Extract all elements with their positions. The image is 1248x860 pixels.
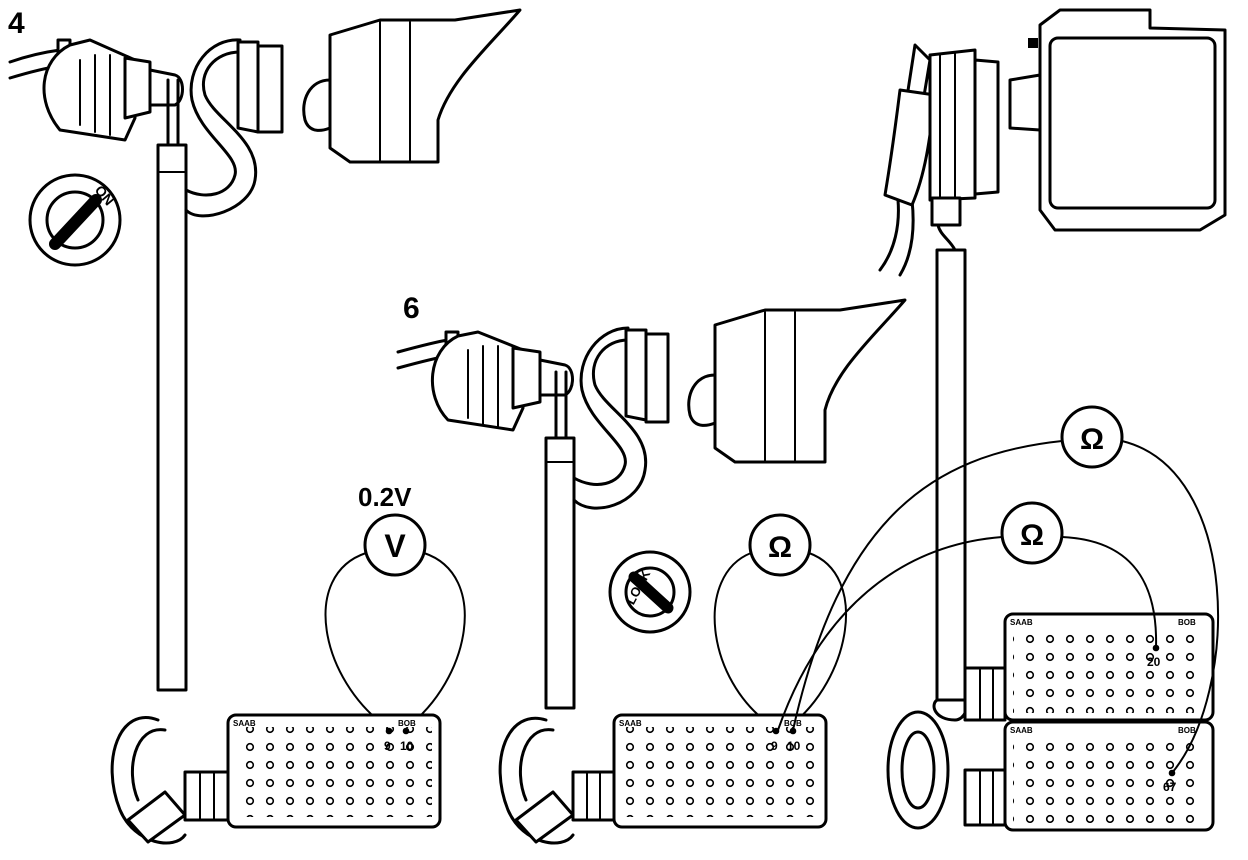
s-hose xyxy=(184,50,258,218)
incoming-cable-right xyxy=(878,198,900,272)
connector-plug xyxy=(236,40,260,134)
box-code: BOB xyxy=(398,719,416,728)
box-brand-upper: SAAB xyxy=(1010,618,1033,627)
probe-lead-lower-right xyxy=(1061,536,1158,649)
ohmmeter-icon-lower xyxy=(1000,501,1064,565)
ignition-key-lock: LOCK xyxy=(608,550,692,634)
ignition-key-icon xyxy=(49,194,102,250)
box-code-upper: BOB xyxy=(1178,618,1196,627)
breakout-box-lower: SAAB BOB 67 xyxy=(1003,720,1215,832)
wiring-loom xyxy=(156,143,188,692)
box-code-lower: BOB xyxy=(1178,726,1196,735)
air-duct xyxy=(302,8,522,164)
pin-label-9-6: 9 xyxy=(771,739,778,753)
pin-label-9: 9 xyxy=(384,739,391,753)
probe-lead-left-6 xyxy=(713,552,773,727)
breakout-box-upper: SAAB BOB 20 xyxy=(1003,612,1215,722)
sensor-head-6 xyxy=(430,330,574,432)
sensor-head xyxy=(42,38,184,142)
ignition-key-on: ON xyxy=(28,173,122,267)
box-brand-6: SAAB xyxy=(619,719,642,728)
voltmeter-icon xyxy=(363,513,427,577)
box-brand-lower: SAAB xyxy=(1010,726,1033,735)
air-mass-meter xyxy=(1008,8,1227,232)
sensor-head-right xyxy=(883,43,1000,227)
step-number-4: 4 xyxy=(8,7,25,40)
ohmmeter-lower: Ω xyxy=(777,501,1158,731)
box-brand: SAAB xyxy=(233,719,256,728)
ohmmeter-symbol: Ω xyxy=(768,531,792,564)
s-hose-6 xyxy=(572,338,648,510)
connector-plug-6 xyxy=(624,328,648,422)
panel-4: 4 ON xyxy=(8,7,522,845)
ohmmeter-symbol-upper: Ω xyxy=(1080,423,1104,456)
wiring-loom-right xyxy=(935,248,967,702)
probe-lead-right-6 xyxy=(789,552,847,727)
ignition-key-icon-6 xyxy=(628,571,674,614)
ohmmeter-icon xyxy=(748,513,812,577)
air-duct-6 xyxy=(687,298,907,464)
probe-lead-upper-right xyxy=(1121,440,1219,774)
voltmeter-symbol: V xyxy=(384,528,406,564)
pin-label-10-6: 10 xyxy=(787,739,801,753)
step-number-6: 6 xyxy=(403,292,420,325)
ecu-connector-6 xyxy=(498,716,616,845)
breakout-box-6: SAAB BOB 9 10 xyxy=(612,713,828,829)
pin-label-20: 20 xyxy=(1147,655,1161,669)
probe-lead-right xyxy=(405,552,466,729)
voltage-reading: 0.2V xyxy=(358,482,412,512)
pin-label-10: 10 xyxy=(400,739,414,753)
wiring-loom-6 xyxy=(544,436,576,710)
incoming-cable xyxy=(8,48,62,64)
box-code-6: BOB xyxy=(784,719,802,728)
ecu-connector xyxy=(110,716,230,845)
pin-label-67: 67 xyxy=(1163,780,1177,794)
panel-6: 6 LOCK xyxy=(396,292,907,845)
panel-right: SAAB BOB 20 SAAB BOB 67 Ω Ω xyxy=(777,8,1227,832)
probe-lead-left xyxy=(324,552,389,729)
probe-lead-lower-left xyxy=(777,536,1003,731)
ohmmeter-icon-upper xyxy=(1060,405,1124,469)
voltmeter: 0.2V V xyxy=(324,482,466,729)
breakout-box-4: SAAB BOB 9 10 xyxy=(226,713,442,829)
ohmmeter-6: Ω xyxy=(713,513,847,727)
ohmmeter-symbol-lower: Ω xyxy=(1020,519,1044,552)
